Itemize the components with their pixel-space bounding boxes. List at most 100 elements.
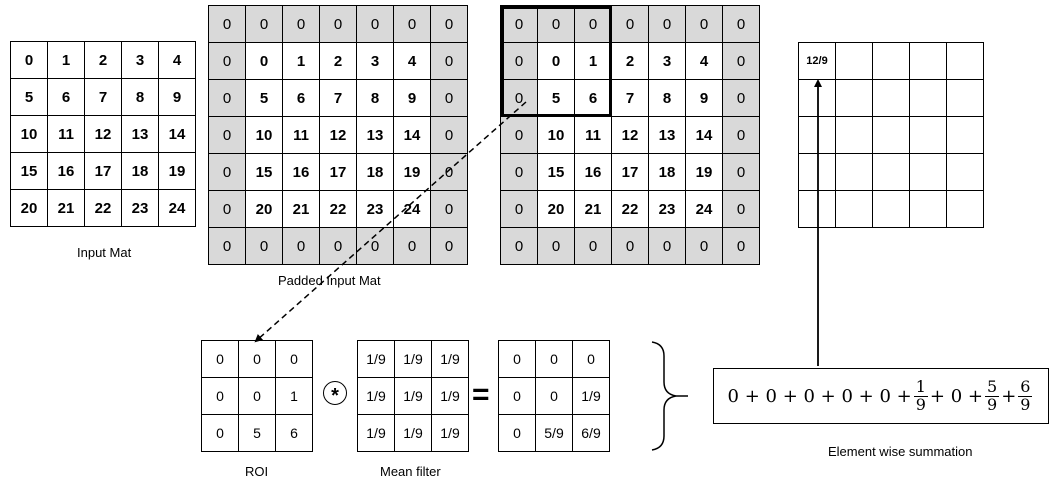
equals-operator: = bbox=[472, 378, 490, 411]
padded-mat-roi-cell: 3 bbox=[648, 42, 686, 80]
product-cell: 5/9 bbox=[535, 414, 573, 452]
input-mat-cell: 19 bbox=[158, 152, 196, 190]
padded-mat-roi-cell: 0 bbox=[722, 79, 760, 117]
padded-mat-roi-cell: 0 bbox=[611, 227, 649, 265]
padded-mat-cell: 0 bbox=[208, 79, 246, 117]
padded-mat-roi-cell: 0 bbox=[537, 227, 575, 265]
output-mat-cell: 12/9 bbox=[798, 42, 836, 80]
padded-mat-roi-cell: 19 bbox=[685, 153, 723, 191]
input-mat-cell: 24 bbox=[158, 189, 196, 227]
padded-mat-cell: 0 bbox=[245, 42, 283, 80]
roi-label: ROI bbox=[245, 464, 269, 479]
padded-mat-cell: 0 bbox=[208, 42, 246, 80]
input-mat-cell: 16 bbox=[47, 152, 85, 190]
padded-mat-cell: 0 bbox=[356, 5, 394, 43]
padded-mat-roi-cell: 0 bbox=[500, 116, 538, 154]
padded-mat-roi-cell: 17 bbox=[611, 153, 649, 191]
padded-mat-roi-cell: 0 bbox=[722, 153, 760, 191]
padded-mat-roi-cell: 21 bbox=[574, 190, 612, 228]
padded-mat-roi-cell: 0 bbox=[722, 227, 760, 265]
roi-cell: 0 bbox=[238, 340, 276, 378]
input-mat-cell: 20 bbox=[10, 189, 48, 227]
input-mat-cell: 15 bbox=[10, 152, 48, 190]
input-mat-cell: 6 bbox=[47, 78, 85, 116]
output-mat-row: 12/9 bbox=[798, 42, 984, 80]
output-mat-cell bbox=[872, 42, 910, 80]
padded-mat-roi-cell: 24 bbox=[685, 190, 723, 228]
output-mat-cell bbox=[798, 79, 836, 117]
input-mat-cell: 17 bbox=[84, 152, 122, 190]
input-mat-cell: 22 bbox=[84, 189, 122, 227]
padded-mat-cell: 0 bbox=[282, 227, 320, 265]
output-mat-cell bbox=[798, 116, 836, 154]
output-mat-cell bbox=[909, 116, 947, 154]
padded-mat-cell: 0 bbox=[319, 227, 357, 265]
input-mat-label: Input Mat bbox=[77, 245, 132, 260]
mean-filter-cell: 1/9 bbox=[357, 340, 395, 378]
padded-mat-cell: 0 bbox=[430, 42, 468, 80]
padded-mat-roi-cell: 5 bbox=[537, 79, 575, 117]
padded-mat-roi-cell: 0 bbox=[685, 5, 723, 43]
output-mat-cell bbox=[835, 79, 873, 117]
padded-mat-roi-cell: 0 bbox=[500, 42, 538, 80]
padded-mat-roi-cell: 22 bbox=[611, 190, 649, 228]
padded-mat-cell: 6 bbox=[282, 79, 320, 117]
padded-mat-cell: 14 bbox=[393, 116, 431, 154]
padded-mat-cell: 17 bbox=[319, 153, 357, 191]
output-mat-cell bbox=[909, 153, 947, 191]
padded-mat-cell: 11 bbox=[282, 116, 320, 154]
product-cell: 0 bbox=[498, 377, 536, 415]
padded-mat-roi-cell: 10 bbox=[537, 116, 575, 154]
mean-filter-cell: 1/9 bbox=[394, 377, 432, 415]
padded-mat-cell: 0 bbox=[208, 5, 246, 43]
padded-mat-cell: 15 bbox=[245, 153, 283, 191]
padded-mat-roi-cell: 0 bbox=[500, 190, 538, 228]
padded-mat-cell: 5 bbox=[245, 79, 283, 117]
input-mat-cell: 21 bbox=[47, 189, 85, 227]
padded-mat-roi-cell: 20 bbox=[537, 190, 575, 228]
padded-mat-roi-cell: 23 bbox=[648, 190, 686, 228]
padded-mat-cell: 13 bbox=[356, 116, 394, 154]
padded-mat-cell: 8 bbox=[356, 79, 394, 117]
padded-mat-cell: 3 bbox=[356, 42, 394, 80]
input-mat-cell: 1 bbox=[47, 41, 85, 79]
padded-mat-cell: 0 bbox=[282, 5, 320, 43]
roi-cell: 0 bbox=[201, 414, 239, 452]
roi-cell: 0 bbox=[275, 340, 313, 378]
product-cell: 0 bbox=[572, 340, 610, 378]
roi-cell: 6 bbox=[275, 414, 313, 452]
roi-cell: 0 bbox=[201, 340, 239, 378]
mean-filter-cell: 1/9 bbox=[431, 414, 469, 452]
product-cell: 0 bbox=[498, 340, 536, 378]
roi-window bbox=[501, 6, 612, 117]
padded-mat-roi-cell: 18 bbox=[648, 153, 686, 191]
output-mat-cell bbox=[798, 153, 836, 191]
output-mat-cell bbox=[872, 79, 910, 117]
input-mat-cell: 13 bbox=[121, 115, 159, 153]
input-mat-cell: 18 bbox=[121, 152, 159, 190]
term-2: 0 bbox=[765, 385, 777, 407]
padded-mat-cell: 7 bbox=[319, 79, 357, 117]
product-cell: 1/9 bbox=[572, 377, 610, 415]
padded-mat-roi-cell: 0 bbox=[722, 116, 760, 154]
roi-cell: 1 bbox=[275, 377, 313, 415]
padded-mat-cell: 0 bbox=[245, 5, 283, 43]
output-mat-cell bbox=[872, 116, 910, 154]
padded-mat-cell: 0 bbox=[208, 190, 246, 228]
output-mat-cell bbox=[946, 190, 984, 228]
padded-mat-roi-cell: 14 bbox=[685, 116, 723, 154]
padded-mat-cell: 10 bbox=[245, 116, 283, 154]
